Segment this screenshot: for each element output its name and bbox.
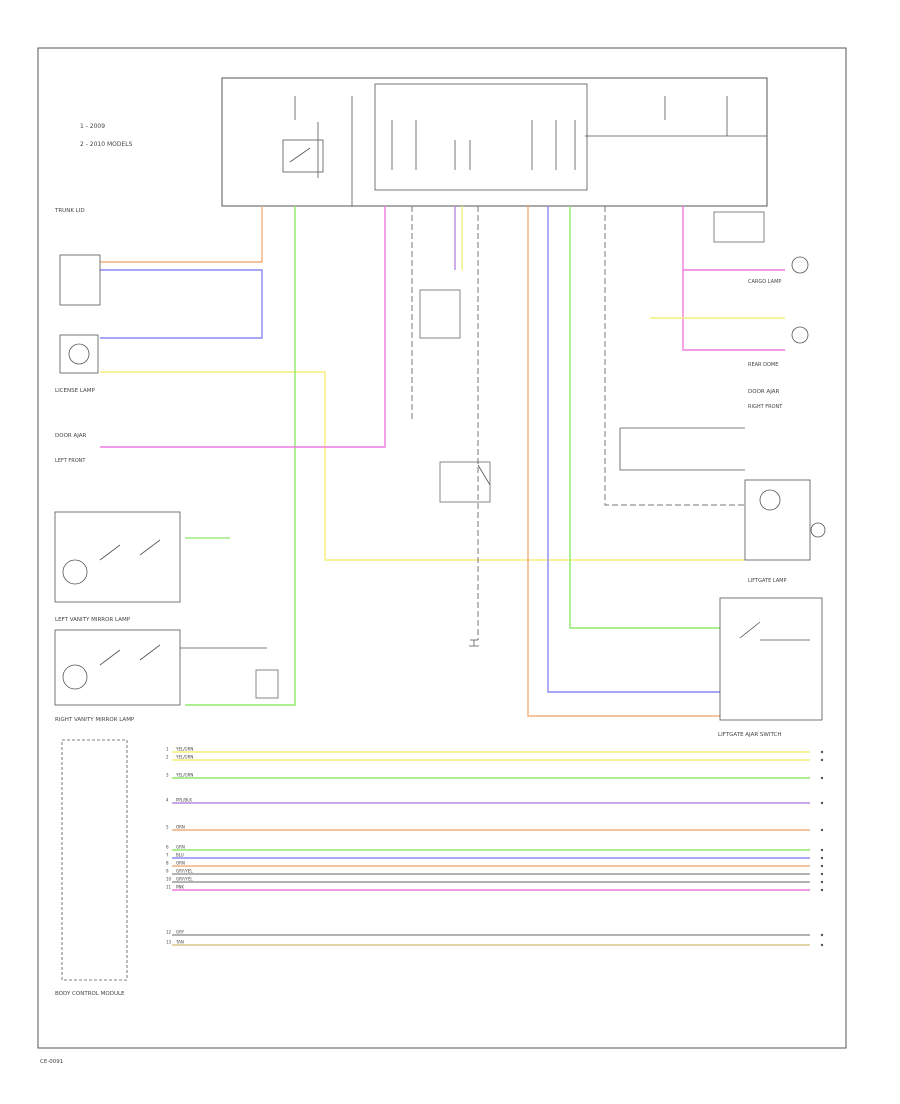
bcm-label: BODY CONTROL MODULE (55, 991, 125, 997)
bcm-wire-label: GRY/YEL (176, 877, 193, 882)
cargo-lamp-label: CARGO LAMP (748, 279, 781, 285)
bcm-wire-label: GRY (176, 930, 185, 935)
cargo-lamp-bulb (791, 256, 809, 274)
license-lamp-bulb (68, 343, 90, 365)
wire-orange-right (527, 206, 720, 717)
liftgate-switch-box (719, 597, 823, 721)
left-vanity-label: LEFT VANITY MIRROR LAMP (55, 617, 131, 623)
bcm-connector-dot (820, 848, 824, 852)
trunk-lid-label: TRUNK LID (54, 208, 85, 214)
bcm-pin-label: 10 (166, 877, 172, 882)
left-front-label: LEFT FRONT (55, 458, 86, 464)
ground-symbol-center (469, 639, 479, 647)
bcm-wire-label: PNK (176, 885, 184, 890)
wire-yellow-license (100, 371, 745, 561)
liftgate-lamp-box (744, 479, 811, 561)
bcm-pin-label: 6 (166, 845, 169, 850)
wire-blue-right (547, 206, 720, 693)
relay (282, 139, 324, 173)
wire-pink-right (682, 206, 785, 351)
wire-gray-right (604, 206, 745, 506)
bcm-wire-label: GRN (176, 845, 185, 850)
license-lamp-label: LICENSE LAMP (55, 388, 96, 394)
bcm-connector-dot (820, 828, 824, 832)
rear-dome-bulb (791, 326, 809, 344)
bcm-connector-dot (820, 872, 824, 876)
legend-item-1: 1 - 2009 (80, 123, 105, 130)
bcm-wire-label: TAN (175, 940, 184, 945)
bcm-wire-label: YEL/GRN (175, 773, 193, 778)
bcm-pin-label: 8 (166, 861, 169, 866)
liftgate-ajar-label: LIFTGATE AJAR SWITCH (718, 732, 781, 738)
left-vanity-box (54, 511, 181, 603)
fuse-panel-box (221, 77, 768, 207)
wire-pink-door (100, 206, 386, 448)
bcm-connector-dot (820, 864, 824, 868)
bcm-pin-label: 4 (166, 798, 169, 803)
door-ajar-left-label: DOOR AJAR (55, 433, 87, 439)
right-front-label: RIGHT FRONT (748, 404, 783, 410)
bcm-connector-dot (820, 758, 824, 762)
trunk-switch (59, 254, 101, 306)
bcm-wire-label: PPL/BLK (176, 798, 192, 803)
bcm-wire-label: ORN (176, 825, 185, 830)
page-border (37, 47, 847, 1049)
bcm-pin-label: 9 (166, 869, 169, 874)
bcm-connector-dot (820, 880, 824, 884)
wire-orange-trunk (100, 206, 263, 263)
bcm-pin-label: 1 (166, 747, 169, 752)
door-ajar-right-label: DOOR AJAR (748, 389, 780, 395)
bcm-connector-dot (820, 750, 824, 754)
bcm-pin-label: 3 (166, 773, 169, 778)
sunroof-switch (419, 289, 461, 339)
bcm-connector-dot (820, 888, 824, 892)
liftgate-lamp-label: LIFTGATE LAMP (748, 578, 786, 584)
wire-blue-trunk (100, 269, 263, 339)
legend-item-2: 2 - 2010 MODELS (80, 141, 133, 148)
door-switch (439, 461, 491, 503)
bcm-wire-label: YEL/GRN (175, 755, 193, 760)
license-lamp-box (59, 334, 99, 374)
wire-green-main (185, 206, 296, 706)
overhead-console-box (374, 83, 588, 191)
bcm-connector-dot (820, 801, 824, 805)
right-vanity-box (54, 629, 181, 706)
bcm-wires: YEL/GRN1YEL/GRN2YEL/GRN3PPL/BLK4ORN5GRN6… (166, 747, 824, 947)
bcm-pin-label: 5 (166, 825, 169, 830)
bcm-connector-dot (820, 776, 824, 780)
bcm-pin-label: 12 (166, 930, 172, 935)
bcm-wire-label: YEL/GRN (175, 747, 193, 752)
bcm-connector-dot (820, 943, 824, 947)
footer-code: CE-0091 (40, 1059, 63, 1065)
bcm-box (61, 739, 128, 981)
bcm-connector-dot (820, 933, 824, 937)
right-vanity-label: RIGHT VANITY MIRROR LAMP (55, 717, 135, 723)
wire-green-right (569, 206, 720, 629)
bcm-wire-label: ORN (176, 861, 185, 866)
bcm-pin-label: 7 (166, 853, 169, 858)
bcm-pin-label: 13 (166, 940, 172, 945)
bcm-pin-label: 2 (166, 755, 169, 760)
rear-dome-label: REAR DOME (748, 362, 778, 368)
bcm-wire-label: BLU (176, 853, 184, 858)
bcm-connector-dot (820, 856, 824, 860)
bcm-pin-label: 11 (166, 885, 172, 890)
bcm-wire-label: GRY/YEL (176, 869, 193, 874)
